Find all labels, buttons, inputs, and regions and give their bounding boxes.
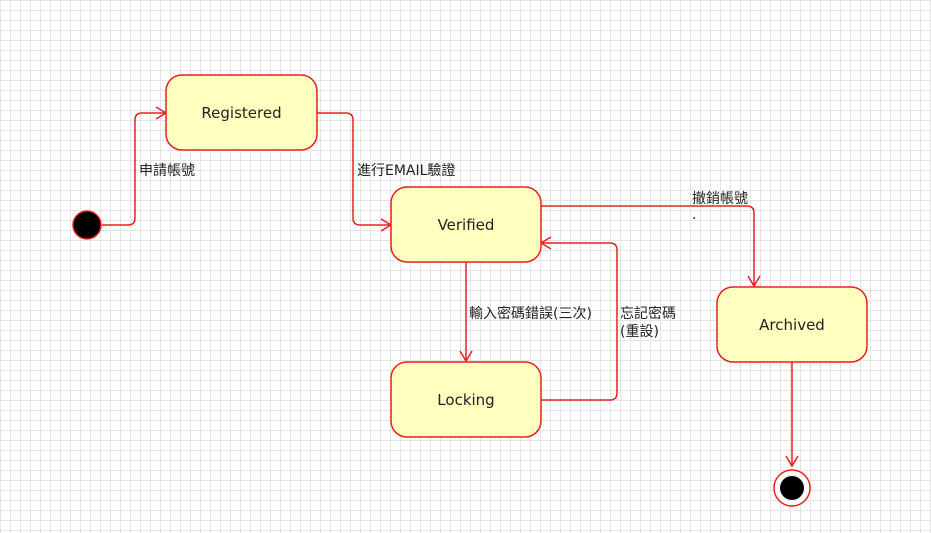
label-apply-account: 申請帳號 <box>139 163 195 179</box>
initial-state-node <box>72 210 102 240</box>
state-registered-label: Registered <box>201 104 281 122</box>
label-cancel-account: 撤銷帳號 <box>692 191 748 207</box>
arrowhead-archived-final <box>785 455 799 468</box>
state-verified-label: Verified <box>438 216 495 234</box>
edge-email-verify <box>317 112 391 226</box>
state-locking-label: Locking <box>437 391 494 409</box>
arrowhead-cancel-account <box>747 275 761 288</box>
edge-forgot-password <box>541 242 618 401</box>
arrowhead-wrong-password <box>459 350 473 363</box>
state-locking: Locking <box>390 361 542 438</box>
label-forgot-password-line1: 忘記密碼 <box>620 305 676 322</box>
label-email-verify: 進行EMAIL驗證 <box>357 162 455 179</box>
edge-cancel-account <box>541 205 755 286</box>
state-archived-label: Archived <box>759 316 825 334</box>
label-cancel-account-mark: . <box>692 207 696 223</box>
state-archived: Archived <box>716 286 868 363</box>
label-wrong-password: 輸入密碼錯誤(三次) <box>469 305 592 322</box>
edge-apply-account <box>102 112 166 226</box>
label-forgot-password-line2: (重設) <box>620 324 659 340</box>
final-state-node <box>773 469 811 507</box>
state-registered: Registered <box>165 74 318 151</box>
state-verified: Verified <box>390 186 542 263</box>
